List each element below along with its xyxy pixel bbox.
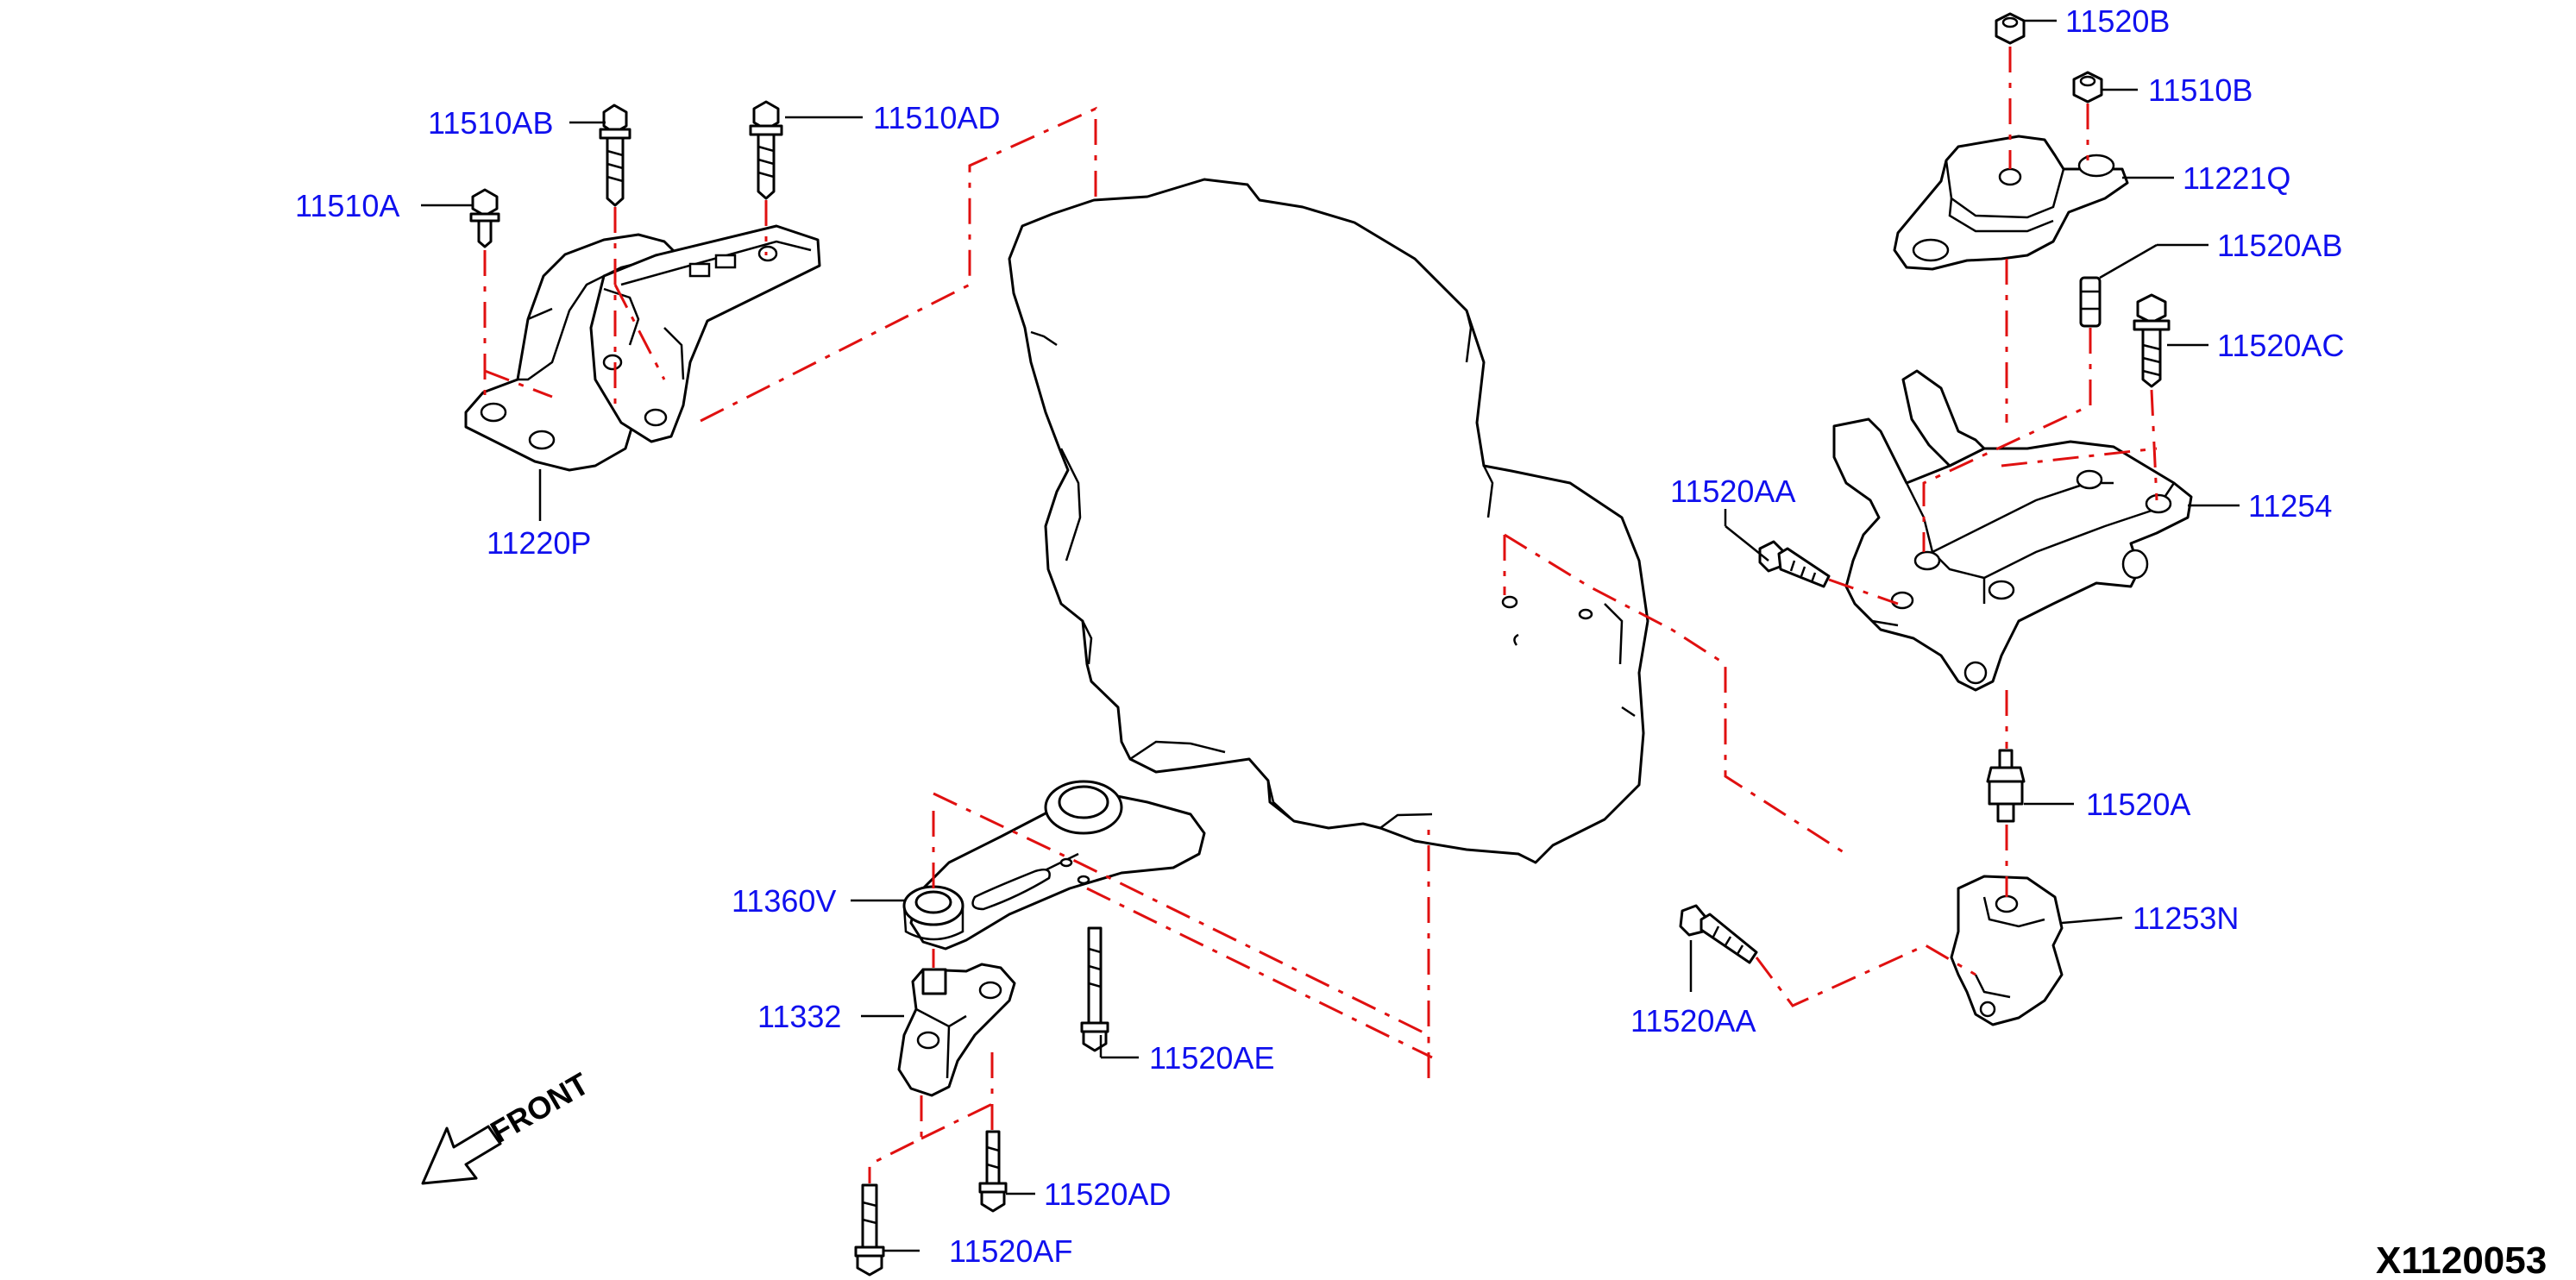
callout-11220P: 11220P [487,525,591,561]
callout-11510AD: 11510AD [873,100,1000,135]
callout-11510A: 11510A [295,188,399,223]
bolt-11520AA-upper [1758,540,1831,588]
stud-11520A [1986,749,2026,823]
front-arrow: FRONT [421,1065,595,1185]
assembly-lines [483,47,2158,1183]
callout-11221Q: 11221Q [2183,160,2290,196]
bolt-11510A [469,188,500,248]
callout-11520B: 11520B [2065,3,2170,39]
callout-11520AC: 11520AC [2217,328,2344,363]
bolt-11520AA-lower [1679,904,1758,964]
callout-11520AA-upper: 11520AA [1670,474,1795,509]
nut-11510B [2072,71,2103,104]
diagram-code: X1120053 [2376,1239,2547,1280]
bolt-11520AE [1080,926,1109,1052]
callout-labels: 11510AB 11510AD 11510A 11220P 11520B 115… [295,3,2344,1269]
callout-11510B: 11510B [2148,72,2252,108]
callout-11254: 11254 [2248,488,2332,524]
bolt-11520AC [2133,293,2171,388]
bolt-11520AD-lower [978,1130,1008,1213]
bracket-11332 [897,963,1016,1097]
callout-11520AE: 11520AE [1149,1040,1274,1076]
bolt-11510AB [599,104,631,207]
callout-11253N: 11253N [2133,900,2239,936]
mount-insulator-11221Q [1893,135,2129,271]
callout-11332: 11332 [757,999,841,1034]
callout-11520A: 11520A [2086,787,2190,822]
stud-11520AB [2079,276,2102,328]
callout-11520AA-lower: 11520AA [1630,1003,1756,1038]
bolt-11520AF [854,1183,885,1277]
bolt-11510AD [749,100,783,200]
mount-bracket-11254 [1832,369,2193,692]
nut-11520B [1995,12,2026,45]
leader-lines [421,19,2240,1252]
callout-11520AD: 11520AD [1044,1176,1171,1212]
torque-rod-11360V [902,780,1206,951]
mount-insulator-11253N [1950,875,2064,1026]
callout-11520AB: 11520AB [2217,228,2342,263]
callout-11510AB: 11510AB [428,105,553,141]
callout-11520AF: 11520AF [949,1233,1072,1269]
mount-bracket-11220P [464,224,821,472]
front-label: FRONT [485,1065,595,1150]
engine-block [1008,178,1649,864]
callout-11360V: 11360V [732,883,836,919]
